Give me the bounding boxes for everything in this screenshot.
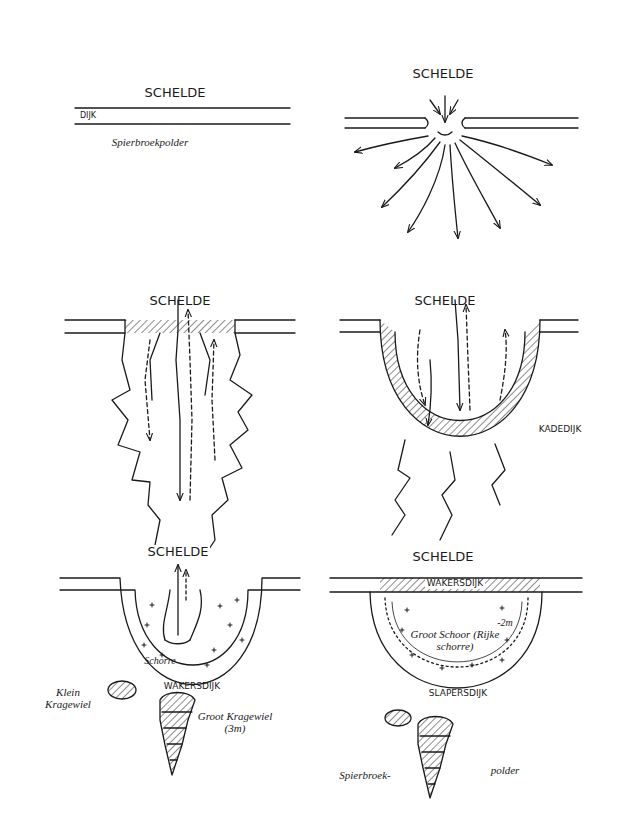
scour-hole-label: Klein Kragewiel [38, 686, 98, 710]
marsh-label: Schorre [144, 655, 175, 666]
river-name: SCHELDE [150, 294, 211, 308]
polder-name: Spierbroek- [339, 769, 391, 781]
river-name: SCHELDE [415, 294, 476, 308]
polder-name: Spierbroekpolder [112, 136, 189, 148]
river-name: SCHELDE [146, 545, 211, 559]
scour-gully [65, 300, 295, 555]
scour-hole-label: Groot Kragewiel (3m) [198, 710, 273, 734]
river-name: SCHELDE [413, 550, 474, 564]
vegetation-marks [142, 598, 244, 667]
dike-label: WAKERSDIJK [164, 682, 220, 692]
dike-label: WAKERSDIJK [425, 579, 485, 589]
dike-breach [345, 96, 578, 238]
reclaimed-marsh [330, 578, 582, 798]
river-name: SCHELDE [145, 86, 206, 100]
dike-label: SLAPERSDIJK [429, 689, 487, 699]
polder-name: polder [491, 764, 520, 776]
ring-dike [340, 300, 578, 540]
salt-marsh-forming [60, 565, 300, 775]
height-label: -2m [497, 617, 513, 628]
marsh-label: Groot Schoor (Rijke schorre) [408, 628, 503, 652]
dike-label: KADEDIJK [539, 425, 582, 435]
river-name: SCHELDE [413, 67, 474, 81]
vegetation-marks [400, 606, 509, 670]
dike-label: DIJK [80, 112, 96, 121]
intact-dike [75, 108, 290, 124]
